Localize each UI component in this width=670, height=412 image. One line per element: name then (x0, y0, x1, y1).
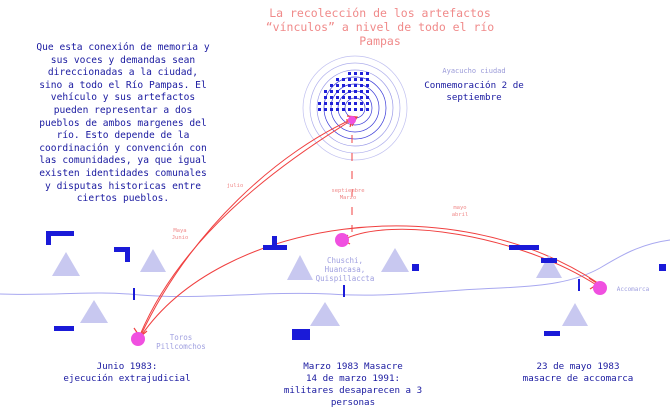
node-city (348, 116, 356, 124)
city-dot (348, 78, 351, 81)
caption-accomarca: 23 de mayo 1983 masacre de accomarca (522, 361, 634, 384)
city-dot (336, 96, 339, 99)
city-dot (342, 78, 345, 81)
city-dot (366, 102, 369, 105)
place-label-chuschi: Chuschi, Huancasa, Quispillaccta (315, 256, 375, 283)
arrow-accomarca-to-chuschi (342, 228, 599, 287)
caption-chuschi: Marzo 1983 Masacre 14 de marzo 1991: mil… (283, 361, 423, 408)
city-dot (330, 96, 333, 99)
city-dot (354, 102, 357, 105)
city-dot (366, 108, 369, 111)
city-dot (366, 90, 369, 93)
city-dot (354, 78, 357, 81)
city-dot (336, 78, 339, 81)
city-dot (342, 90, 345, 93)
city-dot (348, 108, 351, 111)
arrow-toros-to-city (139, 116, 358, 338)
city-dot (366, 72, 369, 75)
arrow-city-to-toros (139, 119, 353, 336)
city-dot (360, 84, 363, 87)
city-dot (354, 96, 357, 99)
ayacucho-label: Ayacucho ciudad (442, 67, 506, 75)
city-dot (324, 96, 327, 99)
route-label-left: Maya Junio (171, 228, 189, 241)
city-dot (342, 102, 345, 105)
description-paragraph: Que esta conexión de memoria y sus voces… (36, 42, 210, 205)
commemoration-label: Conmemoración 2 de septiembre (424, 80, 524, 103)
city-dot (330, 108, 333, 111)
city-dot (336, 108, 339, 111)
city-dot (342, 84, 345, 87)
city-dot (324, 108, 327, 111)
route-label-center: septiembre Marzo (331, 188, 365, 201)
route-label-right: mayo abril (451, 205, 469, 218)
city-dot (360, 102, 363, 105)
place-label-toros: Toros Pillcomchos (156, 333, 206, 351)
city-dot (366, 84, 369, 87)
city-dot (366, 96, 369, 99)
city-dot (348, 84, 351, 87)
caption-toros: Junio 1983: ejecución extrajudicial (63, 361, 191, 384)
map-marks (46, 231, 666, 340)
city-dots (318, 72, 369, 111)
city-dot (360, 108, 363, 111)
city-dot (330, 90, 333, 93)
city-dot (342, 108, 345, 111)
city-dot (318, 108, 321, 111)
city-dot (354, 90, 357, 93)
node-chuschi (335, 233, 349, 247)
city-dot (336, 102, 339, 105)
city-dot (324, 90, 327, 93)
city-dot (330, 84, 333, 87)
city-dot (354, 84, 357, 87)
diagram-title: La recolección de los artefactos “víncul… (265, 6, 495, 48)
city-dot (324, 102, 327, 105)
mountains (52, 248, 588, 326)
node-toros (131, 332, 145, 346)
city-dot (336, 84, 339, 87)
city-dot (360, 72, 363, 75)
city-dot (342, 96, 345, 99)
city-dot (336, 90, 339, 93)
city-dot (360, 90, 363, 93)
city-dot (366, 78, 369, 81)
city-dot (360, 78, 363, 81)
place-label-accomarca: Accomarca (616, 286, 650, 293)
city-dot (354, 108, 357, 111)
route-label-top-left: julio (226, 183, 244, 189)
city-dot (354, 72, 357, 75)
city-dot (348, 72, 351, 75)
city-dot (360, 96, 363, 99)
city-dot (330, 102, 333, 105)
city-dot (348, 90, 351, 93)
city-dot (348, 96, 351, 99)
river-line (0, 239, 670, 298)
city-dot (318, 102, 321, 105)
city-dot (348, 102, 351, 105)
node-accomarca (593, 281, 607, 295)
